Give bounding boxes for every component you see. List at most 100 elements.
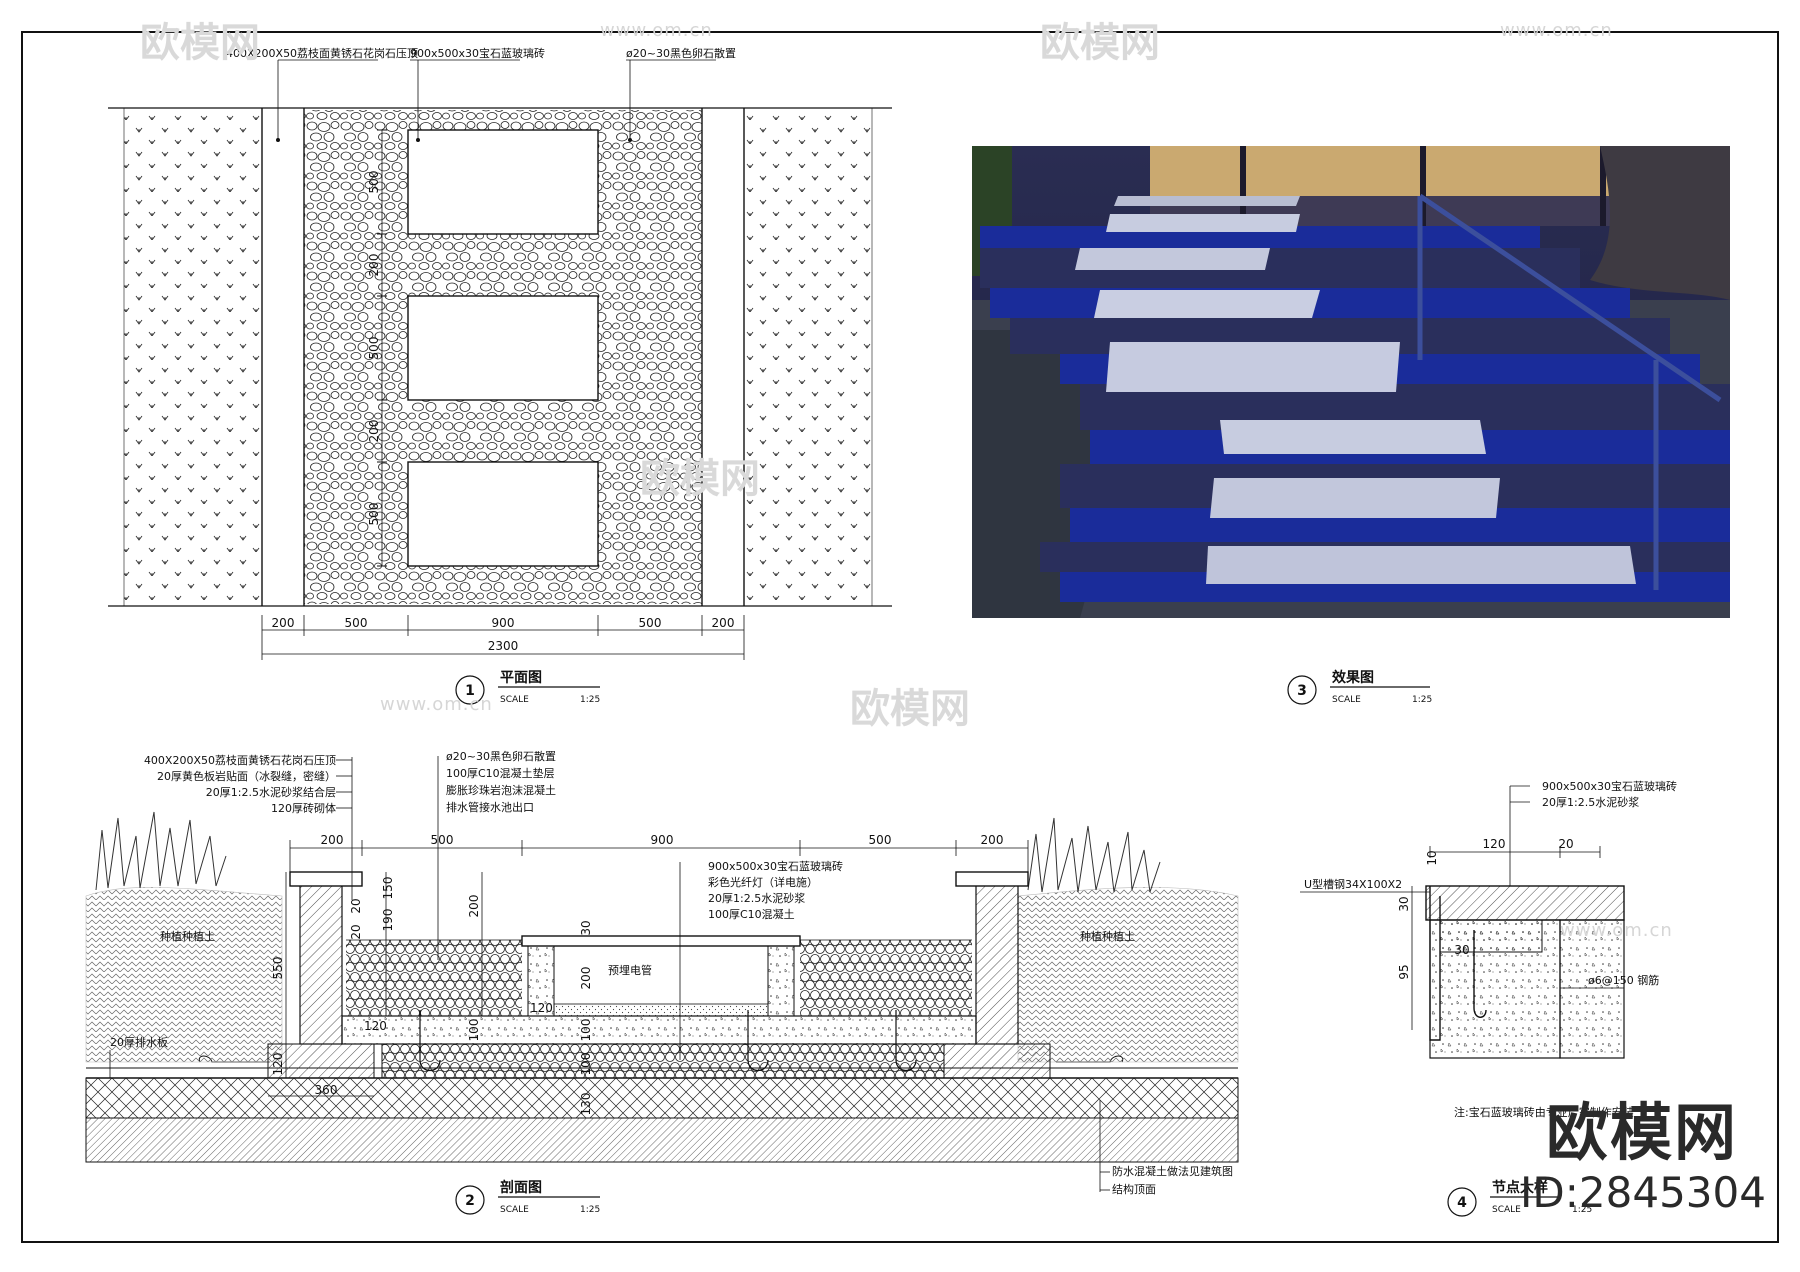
detail-dim-1: 20 — [1558, 837, 1573, 851]
section-misc-dim-0: 120 — [364, 1019, 387, 1033]
detail-note: 注:宝石蓝玻璃砖由专业厂家制作安装 — [1454, 1105, 1634, 1119]
section-inner-dim-0: 200 — [467, 895, 481, 918]
detail-channel-label: U型槽钢34X100X2 — [1304, 877, 1402, 891]
detail-rebar-label: ø6@150 钢筋 — [1588, 973, 1659, 987]
section-mid-label-3: 排水管接水池出口 — [446, 800, 534, 814]
plan-glass-brick-1 — [407, 129, 599, 235]
section-right-label-3: 100厚C10混凝土 — [708, 907, 795, 921]
section-right-label-1: 彩色光纤灯（详电施） — [708, 875, 818, 889]
section-soil-right: 种植种植土 — [1080, 929, 1135, 943]
plan-number: 1 — [465, 683, 475, 699]
section-left-label-1: 20厚黄色板岩贴面（冰裂缝，密缝） — [157, 769, 336, 783]
photo-number: 3 — [1297, 683, 1307, 699]
section-left-label-2: 20厚1:2.5水泥砂浆结合层 — [206, 785, 336, 799]
detail-dim-5: 10 — [1425, 850, 1439, 865]
section-scale-label: SCALE — [500, 1205, 529, 1215]
section-misc-dim-2: 120 — [530, 1001, 553, 1015]
plan-scale-label: SCALE — [500, 695, 529, 705]
section-inner-dim-2: 200 — [579, 967, 593, 990]
section-top-dim-1: 500 — [431, 833, 454, 847]
photo-number-circle — [1287, 675, 1317, 705]
detail-number-circle — [1447, 1187, 1477, 1217]
photo-scale-label: SCALE — [1332, 695, 1361, 705]
section-left-label-0: 400X200X50荔枝面黄锈石花岗石压顶 — [144, 753, 336, 767]
watermark-site-1: www.om.cn — [600, 20, 713, 41]
plan-label-pebble: ø20~30黑色卵石散置 — [626, 46, 736, 60]
section-scale-value: 1:25 — [580, 1205, 600, 1215]
detail-title: 节点大样 — [1492, 1179, 1548, 1196]
section-left-label-3: 120厚砖砌体 — [271, 801, 336, 815]
plan-drawing: 500 200 500 200 500 400X200X50荔枝面黄锈石花岗石压… — [108, 46, 892, 705]
plan-scale-value: 1:25 — [580, 695, 600, 705]
plan-label-curb: 400X200X50荔枝面黄锈石花岗石压顶 — [226, 46, 418, 60]
section-number: 2 — [465, 1193, 475, 1209]
section-soil-left: 种植种植土 — [160, 929, 215, 943]
watermark-brand-4: 欧模网 — [640, 456, 760, 502]
plan-planting-right — [746, 110, 872, 604]
detail-dim-3: 95 — [1397, 964, 1411, 979]
section-stack-dim-1: 100 — [579, 1053, 593, 1076]
section-title: 剖面图 — [500, 1179, 542, 1196]
watermark-site-3: www.om.cn — [380, 694, 493, 715]
plan-vdim-1: 200 — [367, 254, 381, 277]
sheet-border — [21, 31, 1779, 1243]
section-mid-label-2: 膨胀珍珠岩泡沫混凝土 — [446, 783, 556, 797]
plan-vdim-0: 500 — [367, 171, 381, 194]
section-wall-dim-0: 150 — [381, 877, 395, 900]
watermark-site-2: www.om.cn — [1500, 20, 1613, 41]
watermark-brand-2: 欧模网 — [1040, 20, 1160, 66]
section-mid-label-0: ø20~30黑色卵石散置 — [446, 749, 556, 763]
section-bottom-label-0: 防水混凝土做法见建筑图 — [1112, 1164, 1233, 1178]
section-right-label-2: 20厚1:2.5水泥砂浆 — [708, 891, 805, 905]
plan-number-circle — [455, 675, 485, 705]
detail-drawing: 900x500x30宝石蓝玻璃砖 20厚1:2.5水泥砂浆 U型槽钢34X100… — [1300, 779, 1677, 1217]
section-left-dim-1: 120 — [271, 1053, 285, 1076]
detail-scale-value: 1:25 — [1572, 1205, 1592, 1215]
section-inner-dim-1: 30 — [579, 920, 593, 935]
section-mid-label-1: 100厚C10混凝土垫层 — [446, 766, 555, 780]
section-stack-dim-0: 100 — [579, 1019, 593, 1042]
section-bottom-label-1: 结构顶面 — [1112, 1182, 1156, 1196]
section-board-label: 20厚排水板 — [110, 1035, 168, 1049]
detail-dim-4: 30 — [1454, 943, 1469, 957]
plan-hdim-0: 200 — [272, 616, 295, 630]
plan-hdim-1: 500 — [345, 616, 368, 630]
section-misc-dim-1: 360 — [315, 1083, 338, 1097]
section-stack-dim-2: 130 — [579, 1093, 593, 1116]
section-top-dim-4: 200 — [981, 833, 1004, 847]
plan-label-glass: 900x500x30宝石蓝玻璃砖 — [410, 46, 545, 60]
watermark-site-4: www.om.cn — [1560, 920, 1673, 941]
plan-hdim-2: 900 — [492, 616, 515, 630]
section-misc-dim-4: 20 — [349, 924, 363, 939]
plan-vdim-4: 500 — [367, 503, 381, 526]
detail-label-1: 20厚1:2.5水泥砂浆 — [1542, 795, 1639, 809]
section-wall-dim-1: 190 — [381, 909, 395, 932]
photo-scale-value: 1:25 — [1412, 695, 1432, 705]
section-top-dim-3: 500 — [869, 833, 892, 847]
plan-glass-brick-3 — [407, 461, 599, 567]
render-photo: 3 效果图 SCALE 1:25 — [972, 146, 1730, 705]
section-top-dim-0: 200 — [321, 833, 344, 847]
detail-dim-2: 30 — [1397, 896, 1411, 911]
section-drawing: 200 500 900 500 200 550 120 150 190 200 … — [85, 749, 1239, 1215]
plan-hdim-3: 500 — [639, 616, 662, 630]
detail-number: 4 — [1457, 1195, 1467, 1211]
section-pipe-label: 预埋电管 — [608, 963, 652, 977]
plan-vdim-2: 500 — [367, 337, 381, 360]
section-right-label-0: 900x500x30宝石蓝玻璃砖 — [708, 859, 843, 873]
watermark-brand-1: 欧模网 — [140, 20, 260, 66]
plan-hdim-4: 200 — [712, 616, 735, 630]
brand-logo-text: 欧模网 — [1545, 1096, 1738, 1169]
watermark-brand-3: 欧模网 — [850, 686, 970, 732]
plan-planting-left — [124, 110, 262, 604]
detail-scale-label: SCALE — [1492, 1205, 1521, 1215]
photo-title: 效果图 — [1332, 669, 1374, 686]
model-id: ID:2845304 — [1520, 1168, 1766, 1217]
detail-label-0: 900x500x30宝石蓝玻璃砖 — [1542, 779, 1677, 793]
plan-total-dim: 2300 — [488, 639, 519, 653]
section-number-circle — [455, 1185, 485, 1215]
plan-vdim-3: 200 — [367, 420, 381, 443]
section-misc-dim-3: 20 — [349, 898, 363, 913]
plan-title: 平面图 — [500, 670, 542, 686]
